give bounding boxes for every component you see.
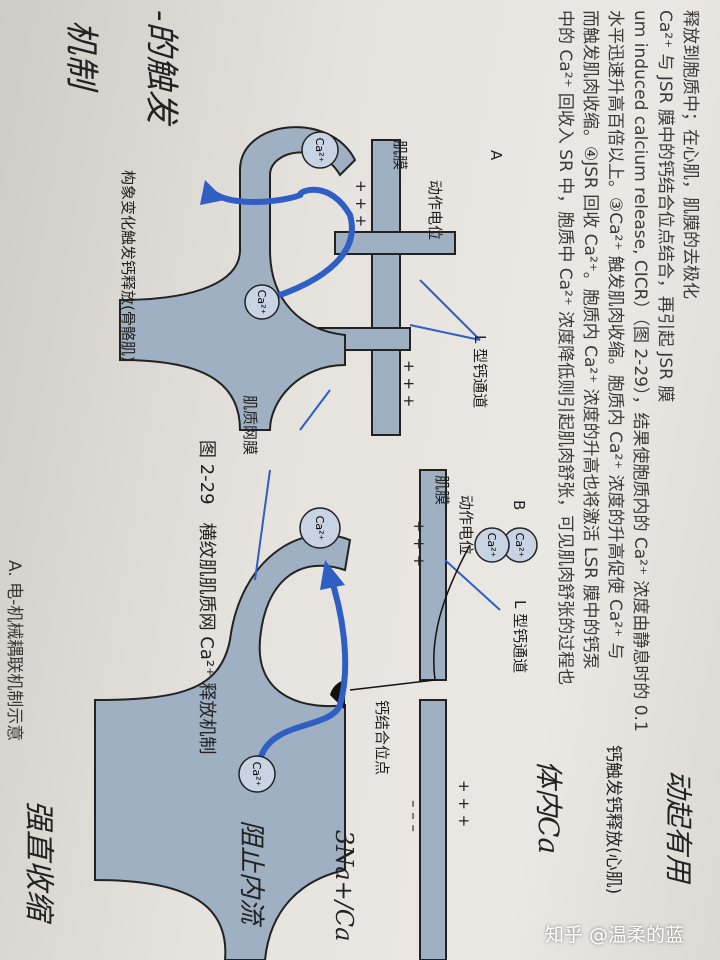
ca-ion-label: Ca²⁺ bbox=[255, 290, 268, 315]
ca-ion bbox=[301, 131, 339, 169]
handwriting: 体内Ca bbox=[532, 760, 565, 855]
text-line: 水平迅速升高百倍以上。③Ca²⁺ 触发肌肉收缩。胞质内 Ca²⁺ 浓度的升高促使… bbox=[605, 10, 625, 660]
ca-ion bbox=[474, 527, 510, 563]
watermark: 知乎 @温柔的蓝 bbox=[545, 924, 685, 946]
action-potential-label-b: 动作电位 bbox=[457, 495, 475, 556]
arrowhead-a bbox=[200, 180, 225, 205]
arrowhead-b bbox=[320, 560, 345, 590]
ca-release-arrow-a bbox=[207, 186, 355, 303]
caption-b: 钙触发钙释放(心肌) bbox=[603, 745, 623, 895]
binding-pointer bbox=[349, 544, 471, 691]
panel-b-label: B bbox=[510, 500, 528, 511]
handwriting: 强直收缩 bbox=[21, 800, 56, 920]
handwriting: 动起有用 bbox=[662, 770, 695, 883]
ca-release-arrow-b bbox=[257, 574, 349, 761]
ca-ion bbox=[244, 284, 280, 320]
text-line: 释放到胞质中；在心肌，肌膜的去极化 bbox=[680, 10, 700, 299]
charge-plus: + + + bbox=[455, 780, 473, 828]
charge-minus: – – – bbox=[405, 800, 423, 833]
l-channel-label-a: L 型钙通道 bbox=[471, 335, 489, 409]
ca-ion-label: Ca²⁺ bbox=[485, 533, 498, 558]
sr-pointer bbox=[254, 389, 331, 581]
sr-b bbox=[94, 534, 352, 960]
sarcolemma-label-a: 肌膜 bbox=[391, 140, 409, 171]
l-channel-pointer-b bbox=[444, 559, 501, 611]
handwriting: 机制 bbox=[61, 20, 101, 88]
ca-ion-label: Ca²⁺ bbox=[313, 516, 326, 541]
sarcolemma-b-lower bbox=[419, 699, 447, 960]
binding-site-label: 钙结合位点 bbox=[373, 700, 391, 776]
ca-ion bbox=[299, 507, 341, 549]
ca-ion-label: Ca²⁺ bbox=[313, 138, 326, 163]
l-channel-pointer-a bbox=[409, 279, 481, 341]
text-line: 而触发肌肉收缩。④JSR 回收 Ca²⁺。胞质内 Ca²⁺ 浓度的升高也将激活 … bbox=[580, 10, 600, 670]
text-line: um induced calcium release, CICR）（图 2-29… bbox=[630, 10, 650, 732]
l-channel-a1 bbox=[334, 231, 456, 255]
caption-a: 构象变化触发钙释放(骨骼肌) bbox=[119, 170, 137, 362]
panel-a-label: A bbox=[487, 150, 505, 161]
handwriting: -的触发 bbox=[141, 10, 181, 124]
sarcolemma-b-upper bbox=[419, 469, 447, 681]
sarcolemma-label-b: 肌膜 bbox=[433, 475, 451, 506]
text-line: Ca²⁺ 与 JSR 膜中的钙结合位点结合，再引起 JSR 膜 bbox=[655, 10, 675, 403]
handwriting: 3Na+/Ca bbox=[330, 830, 358, 942]
action-potential-label-a: 动作电位 bbox=[426, 180, 444, 241]
left-text: A. 电-机械耦联机制示意 bbox=[4, 560, 24, 742]
l-channel-label-b: L 型钙通道 bbox=[511, 600, 529, 674]
charge-plus: + + + bbox=[410, 520, 428, 568]
ca-ion-label: Ca²⁺ bbox=[250, 762, 263, 787]
sarcolemma-a bbox=[371, 139, 401, 436]
sr-membrane-label: 肌质网膜 bbox=[241, 395, 259, 456]
handwriting: 阻止内流 bbox=[236, 820, 266, 925]
ca-ion bbox=[238, 755, 276, 793]
text-line: 中的 Ca²⁺ 回收入 SR 中，胞质中 Ca²⁺ 浓度降低则引起肌肉舒张，可见… bbox=[555, 10, 575, 686]
charge-plus: + + + bbox=[400, 360, 418, 408]
sr-a bbox=[119, 126, 357, 431]
figure-caption: 图 2-29 横纹肌肌质网 Ca²⁺ 释放机制 bbox=[196, 440, 217, 755]
charge-plus: + + + bbox=[352, 180, 370, 228]
ca-ion-label: Ca²⁺ bbox=[513, 533, 526, 558]
